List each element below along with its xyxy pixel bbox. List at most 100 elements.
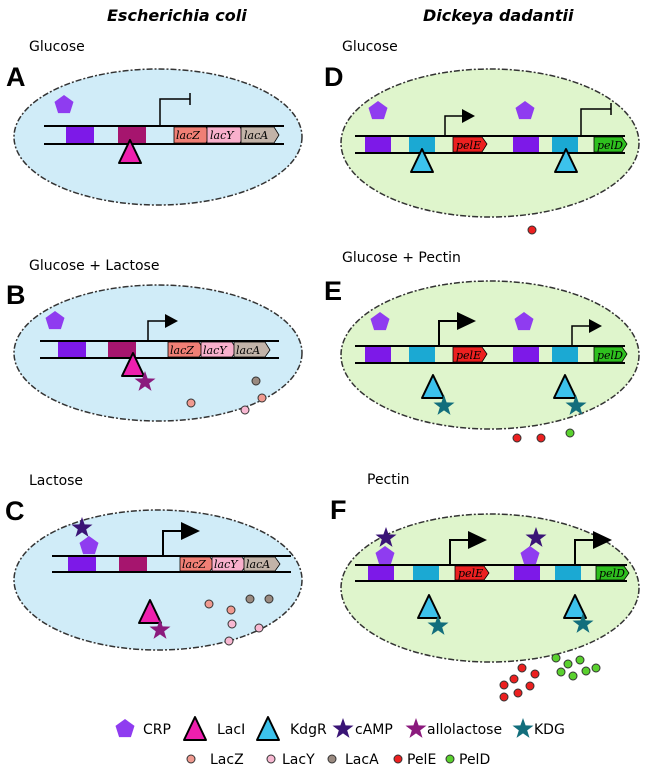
lacz-label: lacZ	[176, 129, 200, 142]
panel-f-condition: Pectin	[367, 472, 410, 488]
laca-label: lacA	[244, 129, 268, 142]
peld-protein	[575, 655, 585, 665]
legend-crp-label: CRP	[143, 722, 171, 738]
laci-operator	[118, 127, 146, 143]
lacy-protein	[224, 636, 234, 646]
lacz-protein	[186, 398, 196, 408]
legend-laci-label: LacI	[217, 722, 245, 738]
laci-operator	[119, 557, 147, 571]
legend-lacy-icon	[266, 754, 276, 764]
peld-protein	[581, 666, 591, 676]
crp-binding-site	[513, 137, 539, 152]
legend-allolactose-label: allolactose	[427, 722, 502, 738]
panel-d-condition: Glucose	[342, 39, 398, 55]
kdgr-operator	[409, 137, 435, 152]
laca-label: lacA	[236, 344, 260, 357]
panel-b: Glucose + Lactose B lacZ lacY lacA	[6, 258, 303, 422]
dickeya-cell	[340, 513, 640, 663]
pele-label: pelE	[456, 349, 481, 362]
peld-protein	[556, 667, 566, 677]
pele-gene	[452, 136, 488, 153]
laca-protein	[245, 594, 255, 604]
legend-pele-label: PelE	[407, 752, 436, 767]
kdgr-operator	[409, 347, 435, 362]
pele-label: pelE	[456, 139, 481, 152]
pele-gene	[454, 565, 490, 581]
pele-protein	[530, 669, 540, 679]
panel-d-label: D	[324, 62, 344, 92]
pele-label: pelE	[458, 567, 483, 580]
panel-e-condition: Glucose + Pectin	[342, 250, 461, 266]
lacy-label: lacY	[203, 344, 228, 357]
pele-gene	[452, 346, 488, 363]
legend-laca-label: LacA	[345, 752, 379, 767]
panel-a-label: A	[6, 62, 26, 92]
peld-label: pelD	[599, 567, 625, 580]
legend-pele-icon	[393, 754, 403, 764]
pele-protein	[525, 681, 535, 691]
pele-protein	[527, 225, 537, 235]
ecoli-cell	[13, 68, 303, 206]
crp-binding-site	[365, 137, 391, 152]
lacy-protein	[254, 623, 264, 633]
pele-protein	[536, 433, 546, 443]
legend-lacz-label: LacZ	[210, 752, 244, 767]
legend-laci-icon	[183, 716, 207, 741]
laca-protein	[264, 594, 274, 604]
crp-binding-site	[514, 566, 540, 580]
pele-protein	[512, 433, 522, 443]
crp-binding-site	[513, 347, 539, 362]
pele-protein	[509, 674, 519, 684]
lacy-label: lacY	[214, 558, 239, 571]
lacy-label: lacY	[210, 129, 235, 142]
ecoli-header: Escherichia coli	[107, 6, 247, 25]
peld-protein	[568, 671, 578, 681]
ecoli-cell	[13, 284, 303, 422]
panel-f-label: F	[330, 495, 347, 525]
laca-gene	[233, 341, 271, 358]
crp-binding-site	[368, 566, 394, 580]
legend-kdg-icon	[512, 718, 534, 738]
legend-laca-icon	[327, 754, 337, 764]
peld-protein	[591, 663, 601, 673]
legend-crp-icon	[115, 719, 135, 738]
peld-protein	[551, 653, 561, 663]
dickeya-cell	[340, 68, 640, 218]
panel-c: Lactose C lacZ lacY lacA	[5, 473, 303, 651]
panel-e: Glucose + Pectin E pelE pelD	[324, 250, 640, 443]
pele-protein	[513, 688, 523, 698]
panel-b-label: B	[6, 280, 26, 310]
legend-kdgr-icon	[256, 716, 280, 741]
lacz-label: lacZ	[182, 558, 206, 571]
legend: CRP LacI KdgR cAMP allolactose KDG LacZ …	[115, 716, 565, 767]
kdgr-operator	[555, 566, 581, 580]
kdgr-operator	[552, 137, 578, 152]
pele-protein	[517, 663, 527, 673]
lacz-protein	[257, 393, 267, 403]
panel-a-condition: Glucose	[29, 39, 85, 55]
crp-binding-site	[68, 557, 96, 571]
legend-kdgr-label: KdgR	[290, 722, 327, 738]
panel-c-label: C	[5, 496, 25, 526]
laca-label: lacA	[246, 558, 270, 571]
lacz-label: lacZ	[170, 344, 194, 357]
legend-allolactose-icon	[405, 718, 427, 738]
panel-c-condition: Lactose	[29, 473, 83, 489]
peld-gene	[593, 346, 628, 363]
laca-gene	[240, 126, 280, 144]
kdgr-operator	[413, 566, 439, 580]
legend-camp-icon	[332, 718, 354, 738]
crp-binding-site	[365, 347, 391, 362]
lacz-protein	[226, 605, 236, 615]
peld-protein	[563, 659, 573, 669]
peld-label: pelD	[597, 349, 623, 362]
lacy-protein	[240, 405, 250, 415]
peld-gene	[595, 565, 630, 581]
laca-protein	[251, 376, 261, 386]
laca-gene	[243, 556, 281, 572]
peld-protein	[565, 428, 575, 438]
lacz-protein	[204, 599, 214, 609]
panel-b-condition: Glucose + Lactose	[29, 258, 159, 274]
laci-operator	[108, 342, 136, 357]
